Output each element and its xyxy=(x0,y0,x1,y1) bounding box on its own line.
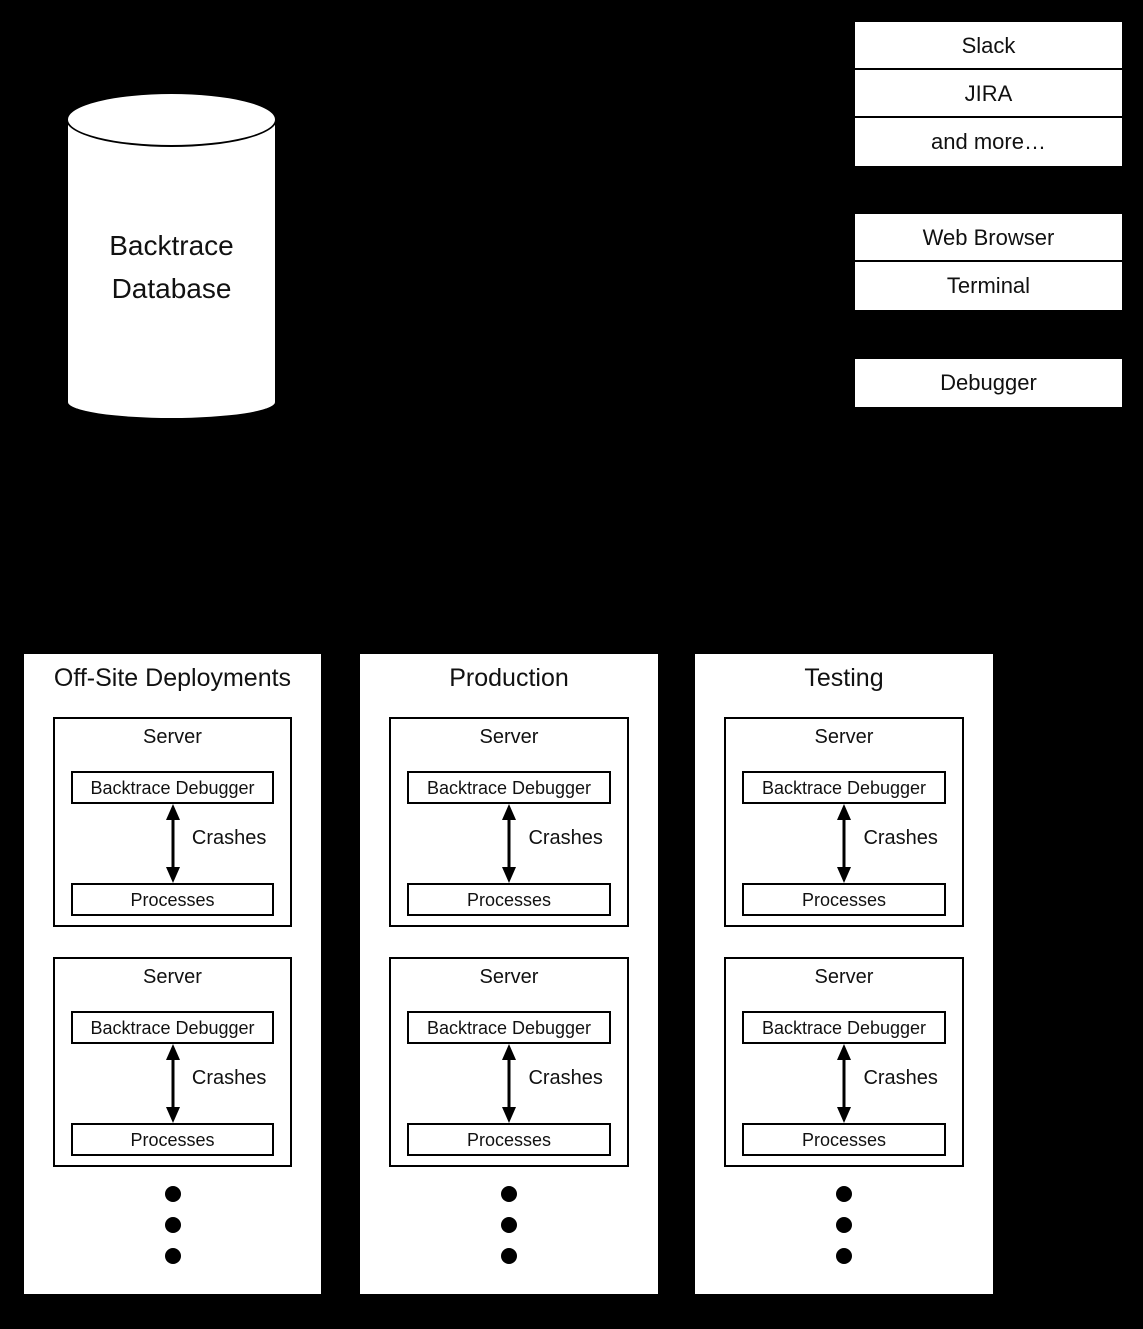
environment-panel-testing: Testing Server Backtrace Debugger Crashe… xyxy=(693,652,995,1296)
backtrace-database-label: Backtrace Database xyxy=(109,230,234,305)
ellipsis-dot xyxy=(501,1186,517,1202)
backtrace-debugger-box[interactable]: Backtrace Debugger xyxy=(407,771,611,804)
crashes-double-arrow-icon xyxy=(835,1044,853,1123)
crashes-double-arrow-icon xyxy=(164,1044,182,1123)
environment-title: Off-Site Deployments xyxy=(53,664,292,692)
integration-stack: Slack JIRA and more… xyxy=(853,20,1124,168)
processes-box[interactable]: Processes xyxy=(71,883,274,916)
backtrace-debugger-box[interactable]: Backtrace Debugger xyxy=(71,771,274,804)
ellipsis-dot xyxy=(164,1217,181,1233)
environment-title: Production xyxy=(449,664,569,692)
ellipsis-dot xyxy=(501,1248,517,1264)
backtrace-debugger-box[interactable]: Backtrace Debugger xyxy=(407,1011,611,1044)
server-box: Server Backtrace Debugger Crashes Proces… xyxy=(724,717,964,927)
server-title: Server xyxy=(479,726,539,748)
crashes-label: Crashes xyxy=(528,827,603,849)
ellipsis-dot xyxy=(836,1186,852,1202)
environment-panel-production: Production Server Backtrace Debugger Cra… xyxy=(358,652,660,1296)
backtrace-debugger-box[interactable]: Backtrace Debugger xyxy=(71,1011,274,1044)
server-title: Server xyxy=(814,726,874,748)
crashes-label: Crashes xyxy=(528,1067,603,1089)
environment-panel-off-site-deployments: Off-Site Deployments Server Backtrace De… xyxy=(22,652,323,1296)
server-title: Server xyxy=(143,726,202,748)
cylinder-top-ellipse xyxy=(66,92,277,147)
more-servers-ellipsis-icon xyxy=(501,1186,517,1264)
stack-item-slack[interactable]: Slack xyxy=(855,22,1122,70)
crashes-double-arrow-icon xyxy=(500,804,518,883)
crashes-label: Crashes xyxy=(191,827,267,849)
stack-item-jira[interactable]: JIRA xyxy=(855,70,1122,118)
ellipsis-dot xyxy=(836,1248,852,1264)
debugger-stack: Debugger xyxy=(853,357,1124,409)
backtrace-database-cylinder: Backtrace Database xyxy=(66,92,277,420)
server-box: Server Backtrace Debugger Crashes Proces… xyxy=(389,717,629,927)
stack-item-debugger[interactable]: Debugger xyxy=(855,359,1122,407)
server-title: Server xyxy=(143,966,202,988)
crashes-label: Crashes xyxy=(191,1067,267,1089)
processes-box[interactable]: Processes xyxy=(742,1123,946,1156)
crashes-label: Crashes xyxy=(863,1067,938,1089)
ellipsis-dot xyxy=(836,1217,852,1233)
stack-item-and-more[interactable]: and more… xyxy=(855,118,1122,166)
processes-box[interactable]: Processes xyxy=(742,883,946,916)
stack-item-terminal[interactable]: Terminal xyxy=(855,262,1122,310)
more-servers-ellipsis-icon xyxy=(164,1186,181,1264)
crashes-double-arrow-icon xyxy=(835,804,853,883)
ellipsis-dot xyxy=(501,1217,517,1233)
backtrace-debugger-box[interactable]: Backtrace Debugger xyxy=(742,771,946,804)
processes-box[interactable]: Processes xyxy=(71,1123,274,1156)
stack-item-web-browser[interactable]: Web Browser xyxy=(855,214,1122,262)
ellipsis-dot xyxy=(164,1248,181,1264)
crashes-label: Crashes xyxy=(863,827,938,849)
server-box: Server Backtrace Debugger Crashes Proces… xyxy=(53,957,292,1167)
server-box: Server Backtrace Debugger Crashes Proces… xyxy=(389,957,629,1167)
crashes-double-arrow-icon xyxy=(164,804,182,883)
server-title: Server xyxy=(479,966,539,988)
server-box: Server Backtrace Debugger Crashes Proces… xyxy=(724,957,964,1167)
environment-title: Testing xyxy=(804,664,884,692)
cylinder-body xyxy=(66,119,277,420)
processes-box[interactable]: Processes xyxy=(407,883,611,916)
more-servers-ellipsis-icon xyxy=(836,1186,852,1264)
client-stack: Web Browser Terminal xyxy=(853,212,1124,312)
server-box: Server Backtrace Debugger Crashes Proces… xyxy=(53,717,292,927)
ellipsis-dot xyxy=(164,1186,181,1202)
crashes-double-arrow-icon xyxy=(500,1044,518,1123)
server-title: Server xyxy=(814,966,874,988)
processes-box[interactable]: Processes xyxy=(407,1123,611,1156)
backtrace-debugger-box[interactable]: Backtrace Debugger xyxy=(742,1011,946,1044)
